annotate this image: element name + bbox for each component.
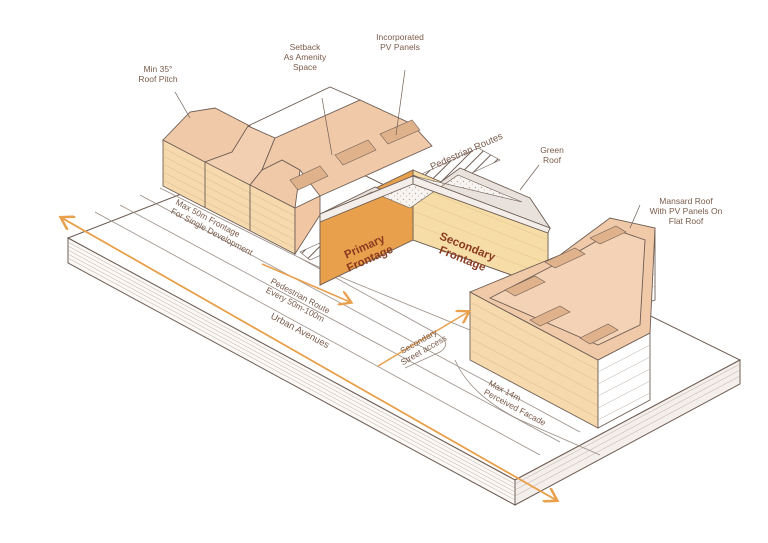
central-block xyxy=(319,167,552,289)
pitched-roof-terrace xyxy=(162,86,433,256)
leader-lines xyxy=(174,69,641,229)
green-roof-label-line: Roof xyxy=(543,155,562,165)
mansard-roof-label-line: Flat Roof xyxy=(669,216,704,226)
mansard-roof-label-line: Mansard Roof xyxy=(659,196,713,206)
pv-panels-terrace xyxy=(289,119,421,191)
pv-panels-mansard xyxy=(504,225,627,345)
setback-label-line: Setback xyxy=(290,42,321,52)
roof-pitch-label: Min 35°Roof Pitch xyxy=(138,64,177,84)
pv-panels-label-line: Incorporated xyxy=(376,32,424,42)
secondary-street-arrow xyxy=(377,312,468,367)
mansard-roof-label-line: With PV Panels On xyxy=(650,206,723,216)
green-roof-label-line: Green xyxy=(540,145,564,155)
roof-pitch-label-line: Roof Pitch xyxy=(138,74,177,84)
mansard-block xyxy=(468,217,656,429)
roof-pitch-label-line: Min 35° xyxy=(144,64,173,74)
pv-panels-label-line: PV Panels xyxy=(380,42,420,52)
urban-avenues-arrow xyxy=(62,218,556,500)
pedestrian-route-arrow xyxy=(261,263,350,302)
setback-label-line: As Amenity xyxy=(284,52,327,62)
setback-label-line: Space xyxy=(293,62,317,72)
